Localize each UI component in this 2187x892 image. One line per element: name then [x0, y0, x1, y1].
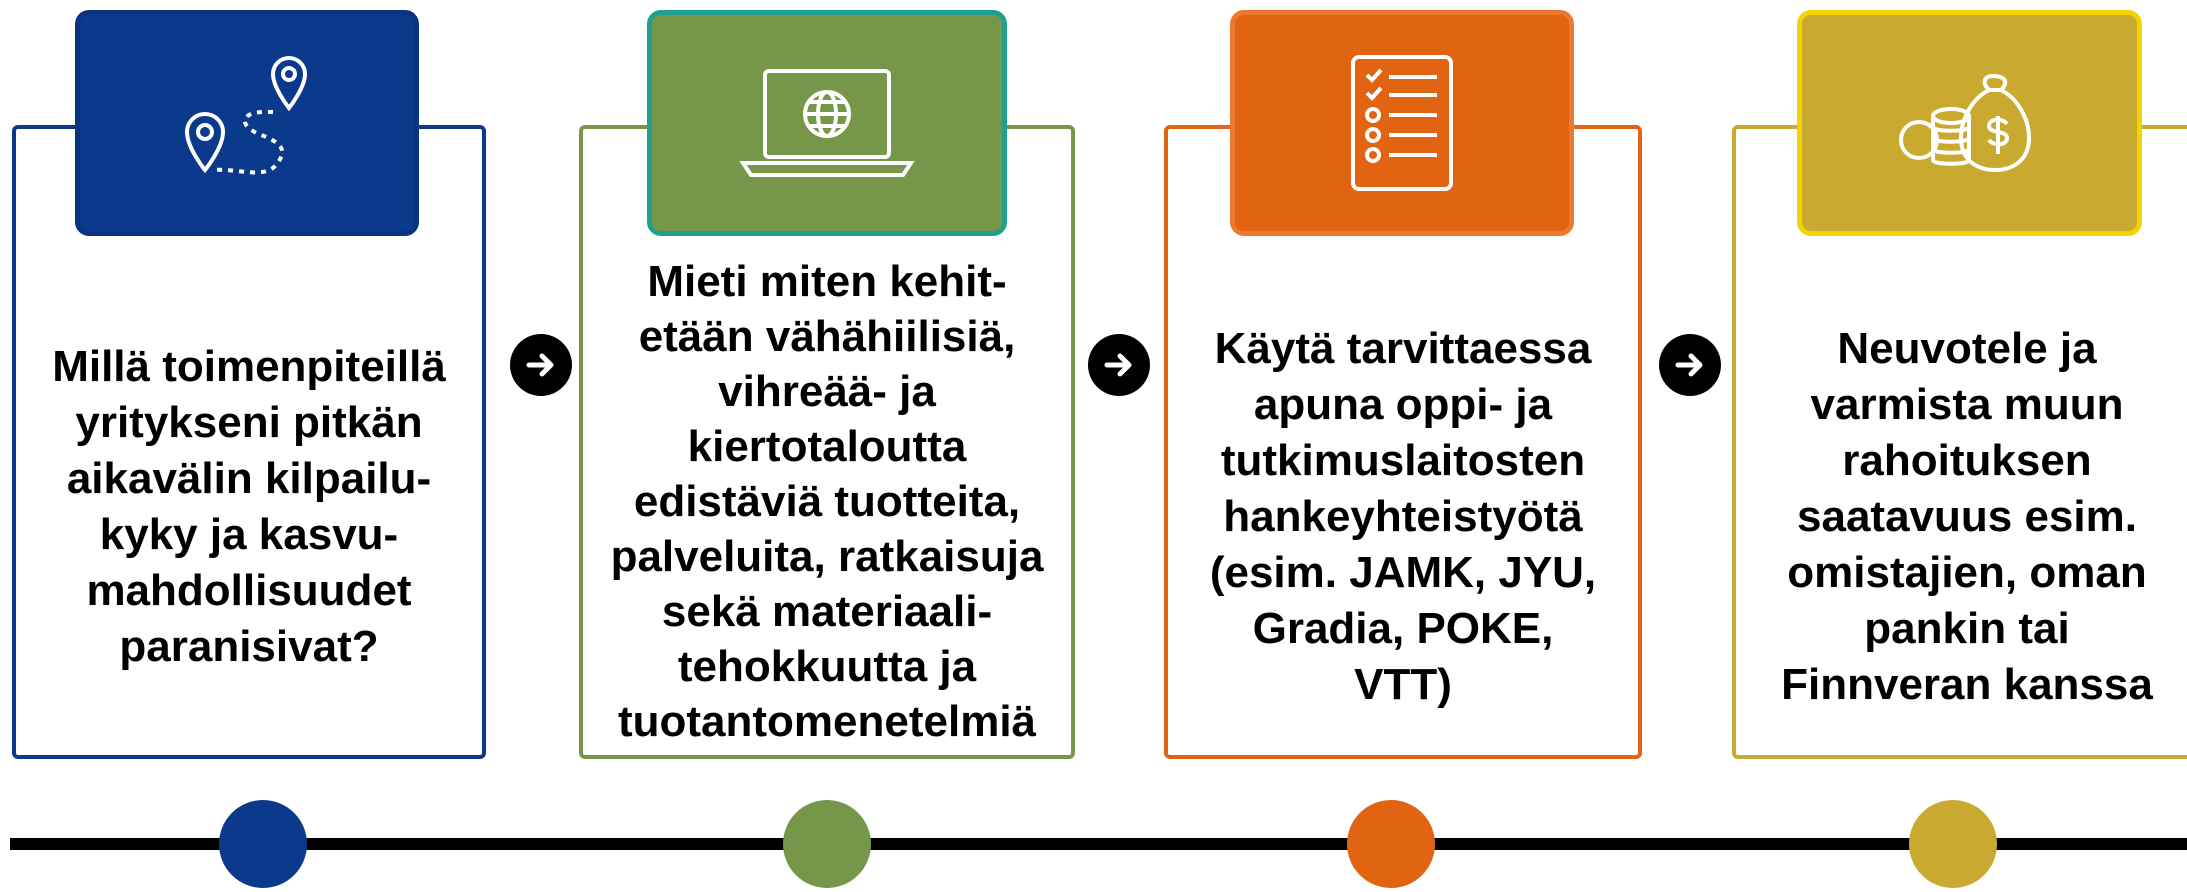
step-3-text: Käytä tarvittaessa apuna oppi- ja tutkim… [1209, 324, 1597, 709]
arrow-right-icon-2 [1088, 334, 1150, 396]
step-4-icon-box [1797, 10, 2142, 236]
timeline-dot-4 [1909, 800, 1997, 888]
step-4-text: Neuvotele ja varmista muun rahoituksen s… [1781, 324, 2153, 709]
step-2-text: Mieti miten kehit- etään vähähiilisiä, v… [610, 256, 1044, 746]
timeline-line [10, 838, 2187, 850]
step-2-icon-box [647, 10, 1007, 236]
timeline-dot-2 [783, 800, 871, 888]
map-route-pins-icon [184, 55, 308, 175]
step-1-icon-box [75, 10, 419, 236]
laptop-globe-icon [739, 69, 915, 177]
arrow-right-icon-3 [1659, 334, 1721, 396]
timeline-dot-1 [219, 800, 307, 888]
arrow-right-icon-1 [510, 334, 572, 396]
step-3-icon-box [1230, 10, 1574, 236]
money-bag-coins-icon [1898, 73, 2031, 173]
checklist-icon [1351, 55, 1453, 191]
step-1-text: Millä toimenpiteillä yritykseni pitkän a… [52, 342, 446, 671]
timeline-dot-3 [1347, 800, 1435, 888]
